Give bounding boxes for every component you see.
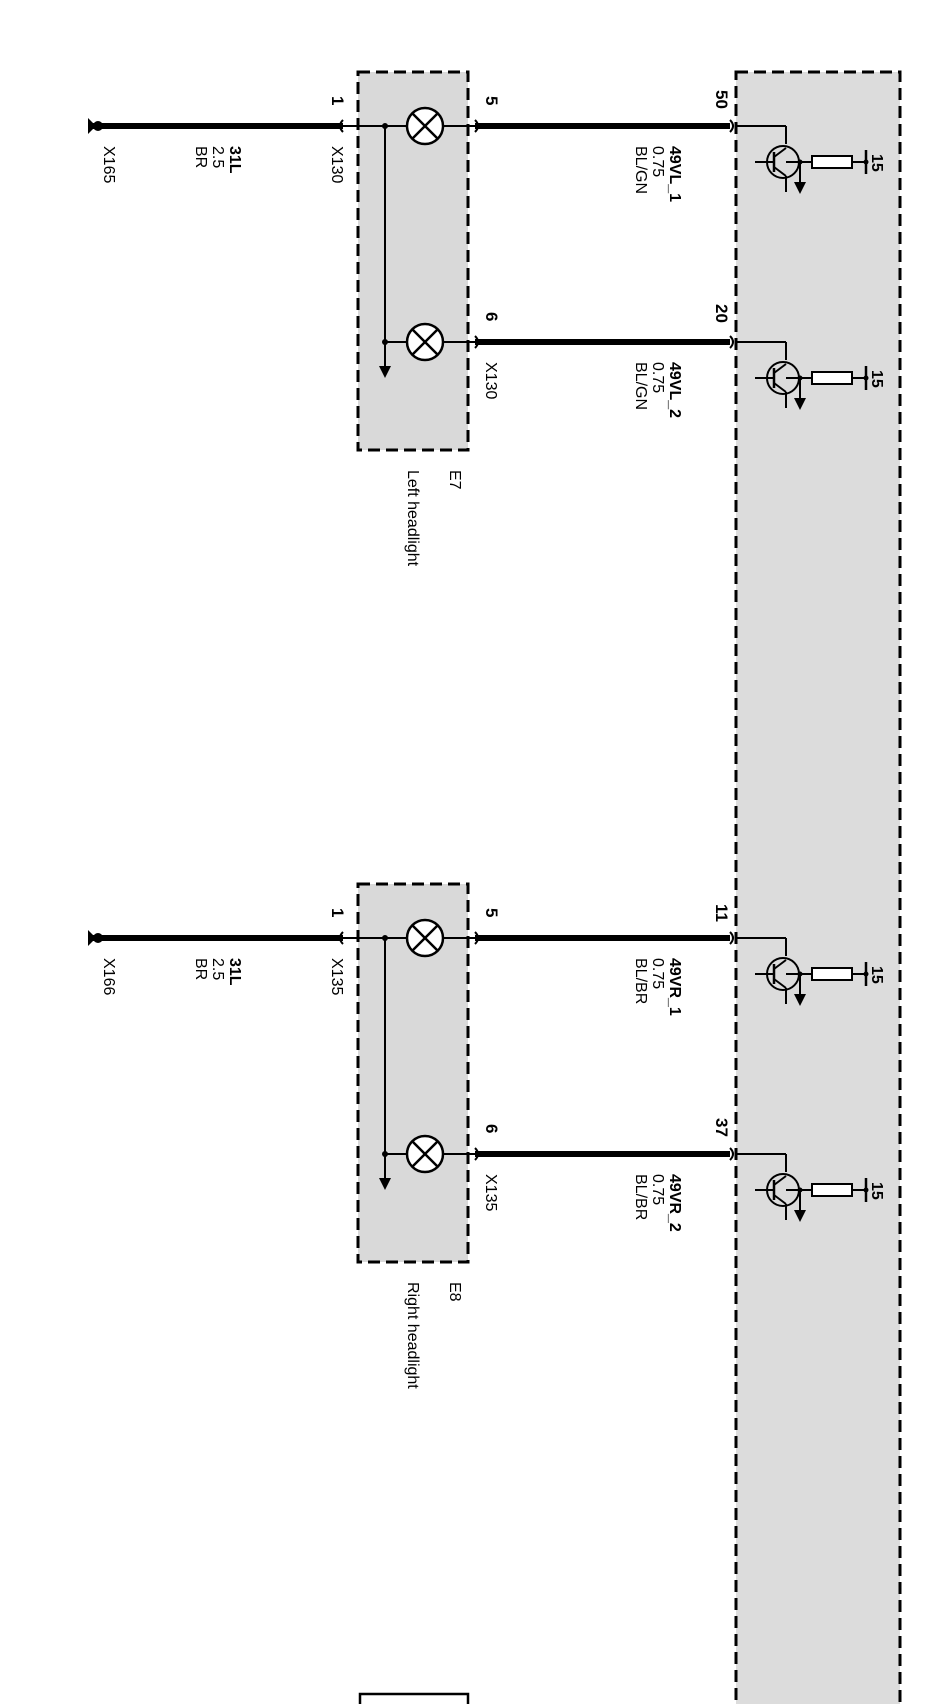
- signal-wire-size: 0.75: [649, 958, 666, 989]
- transistor-driver-icon: [736, 341, 869, 410]
- wire-label: 31L: [226, 146, 243, 174]
- module-pin-label: 20: [712, 304, 731, 323]
- component-id: E7: [446, 470, 463, 490]
- signal-wire-color: BL/GN: [632, 362, 649, 410]
- connector-label: X130: [482, 362, 499, 399]
- signal-wire-size: 0.75: [649, 146, 666, 177]
- wire-size: 2.5: [209, 958, 226, 980]
- supply-label: 15: [868, 1182, 885, 1200]
- pin-label: 5: [482, 908, 501, 917]
- wire-color: BR: [192, 958, 209, 980]
- supply-label: 15: [868, 154, 885, 172]
- lamp-icon: [405, 322, 445, 362]
- component-id: E8: [446, 1282, 463, 1302]
- signal-wire-size: 0.75: [649, 362, 666, 393]
- lamp-icon: [405, 918, 445, 958]
- right-headlight-component: [343, 882, 475, 1264]
- module-pin-label: 11: [712, 904, 731, 922]
- partial-component-outline: [358, 1692, 470, 1704]
- transistor-driver-icon: [736, 125, 869, 194]
- connector-label: X135: [328, 958, 345, 995]
- transistor-driver-icon: [736, 937, 869, 1006]
- arrow-down-icon: [379, 366, 391, 378]
- signal-wire-size: 0.75: [649, 1174, 666, 1205]
- signal-wire-color: BL/BR: [632, 1174, 649, 1220]
- connector-label: X130: [328, 146, 345, 183]
- signal-wire-name: 49VR_1: [666, 958, 683, 1016]
- control-module-block: [734, 70, 902, 1704]
- ground-point-label: X165: [100, 146, 117, 183]
- signal-wire-color: BL/GN: [632, 146, 649, 194]
- transistor-driver-icon: [736, 1153, 869, 1222]
- component-name: Left headlight: [404, 470, 421, 567]
- signal-wire-name: 49VR_2: [666, 1174, 683, 1232]
- ground-icon: [88, 930, 96, 946]
- pin-label: 6: [482, 1124, 501, 1133]
- ground-point-label: X166: [100, 958, 117, 995]
- signal-wire-color: BL/BR: [632, 958, 649, 1004]
- pin-label: 6: [482, 312, 501, 321]
- supply-label: 15: [868, 370, 885, 388]
- lamp-icon: [405, 106, 445, 146]
- supply-label: 15: [868, 966, 885, 984]
- left-headlight-component: [343, 70, 475, 452]
- pin-label: 1: [328, 96, 347, 105]
- pin-label: 5: [482, 96, 501, 105]
- wire-size: 2.5: [209, 146, 226, 168]
- component-name: Right headlight: [404, 1282, 421, 1389]
- connector-label: X135: [482, 1174, 499, 1211]
- wire-color: BR: [192, 146, 209, 168]
- wire-label: 31L: [226, 958, 243, 986]
- ground-icon: [88, 118, 96, 134]
- signal-wire-name: 49VL_2: [666, 362, 683, 418]
- signal-wire-name: 49VL_1: [666, 146, 683, 202]
- pin-label: 1: [328, 908, 347, 917]
- arrow-down-icon: [379, 1178, 391, 1190]
- module-pin-label: 37: [712, 1118, 731, 1137]
- lamp-icon: [405, 1134, 445, 1174]
- module-pin-label: 50: [712, 90, 731, 109]
